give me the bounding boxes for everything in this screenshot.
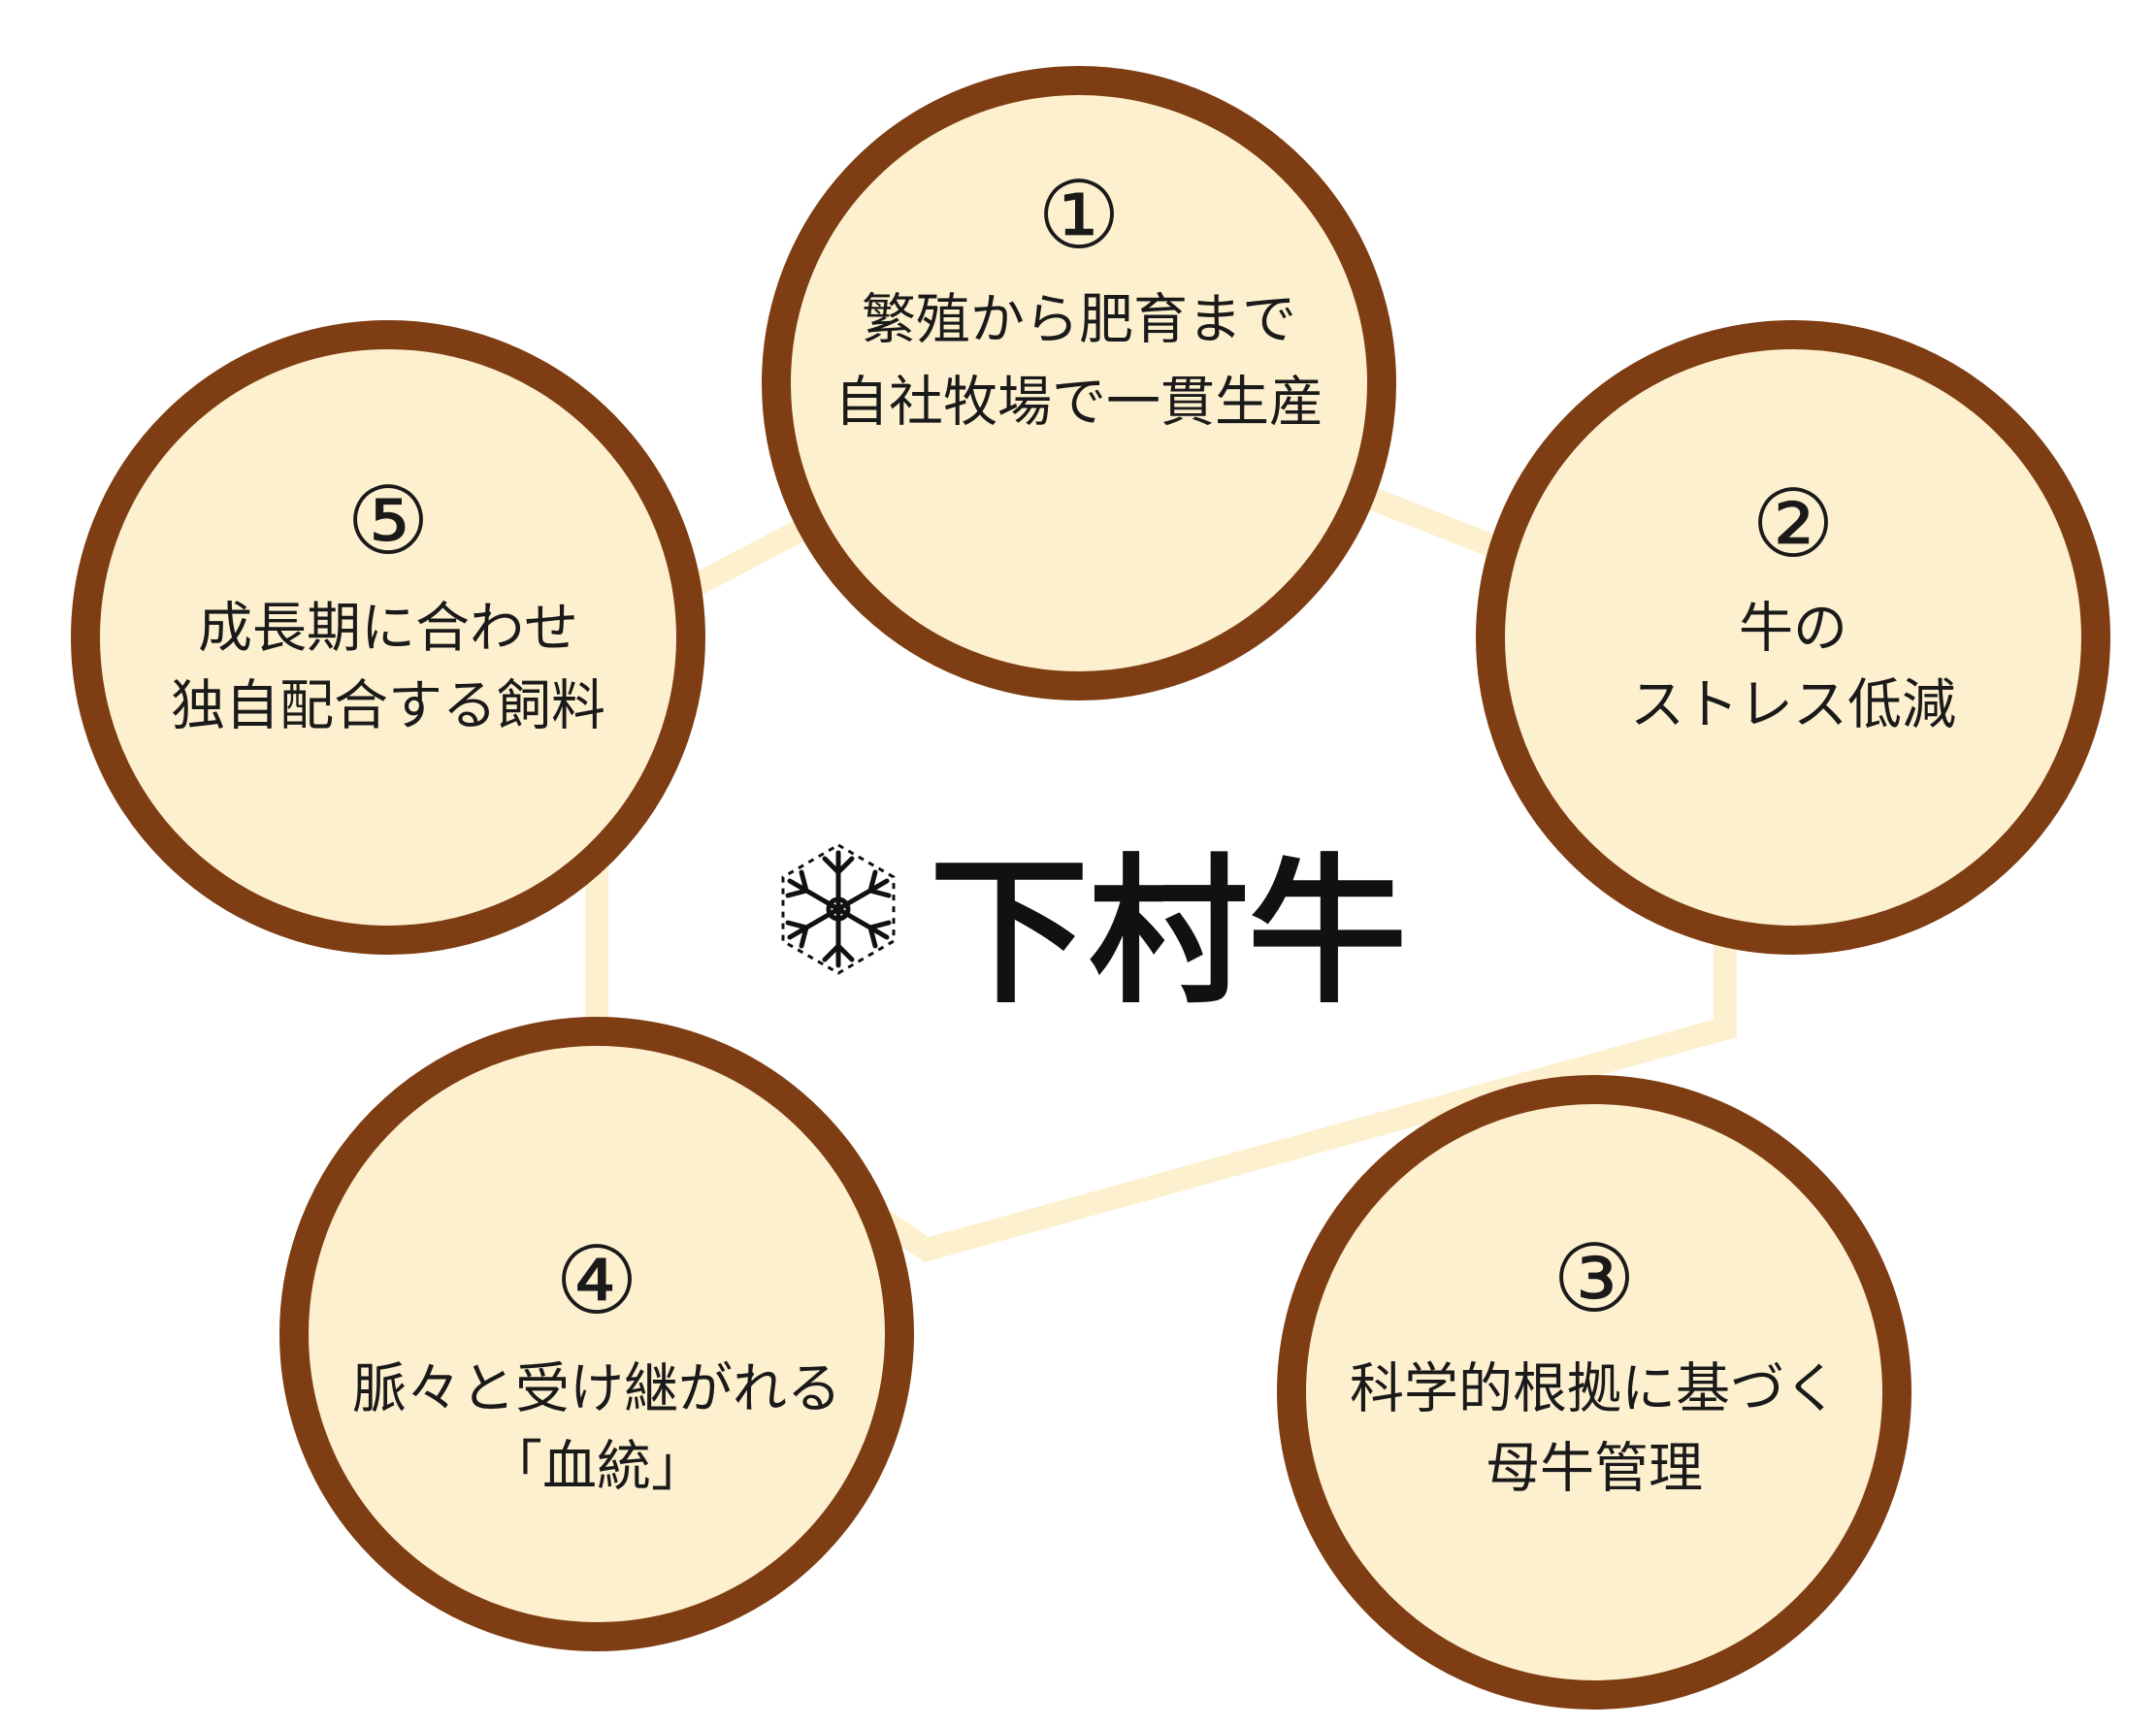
node-5: ⑤ 成長期に合わせ 独自配合する飼料 (71, 320, 705, 955)
node-circle (762, 66, 1396, 701)
brand-logo-text: 下村牛 (930, 838, 1407, 1026)
node-text-line: 独自配合する飼料 (171, 675, 605, 738)
node-text-line: 自社牧場で一貫生産 (834, 372, 1323, 435)
node-4: ④ 脈々と受け継がれる 「血統」 (279, 1017, 914, 1651)
node-text-line: 牛の (1739, 598, 1847, 661)
node-1: ① 繁殖から肥育まで 自社牧場で一貫生産 (762, 66, 1396, 701)
node-text-line: 「血統」 (488, 1436, 705, 1499)
node-number: ③ (1552, 1224, 1636, 1333)
node-circle (1476, 320, 2110, 955)
node-text-line: 繁殖から肥育まで (862, 289, 1296, 352)
node-text-line: 成長期に合わせ (198, 598, 578, 661)
node-circle (71, 320, 705, 955)
node-2: ② 牛の ストレス低減 (1476, 320, 2110, 955)
node-circle (279, 1017, 914, 1651)
node-text-line: 科学的根拠に基づく (1350, 1358, 1839, 1421)
node-circle (1277, 1075, 1911, 1710)
snowflake-icon (781, 843, 896, 975)
node-text-line: ストレス低減 (1630, 674, 1956, 737)
node-number: ④ (555, 1226, 638, 1335)
center-logo: 下村牛 (781, 838, 1407, 1026)
node-number: ① (1037, 161, 1121, 270)
node-text-line: 母牛管理 (1486, 1438, 1703, 1501)
node-text-line: 脈々と受け継がれる (352, 1358, 841, 1421)
node-3: ③ 科学的根拠に基づく 母牛管理 (1277, 1075, 1911, 1710)
node-number: ② (1751, 470, 1835, 578)
node-number: ⑤ (346, 467, 430, 575)
